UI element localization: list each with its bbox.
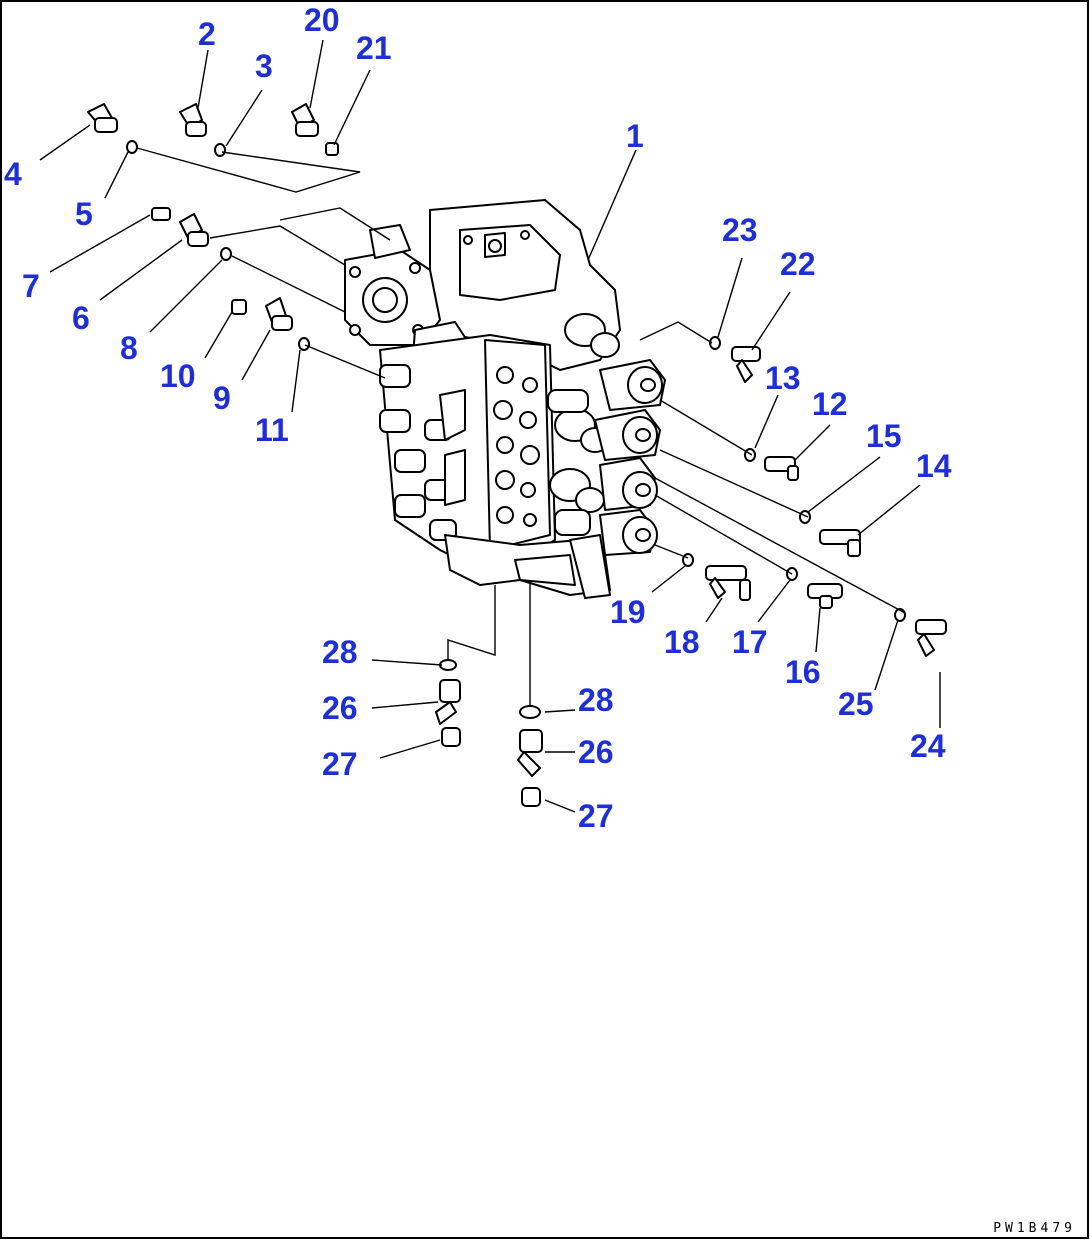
solenoid-stack [547,313,666,556]
callout-10: 10 [160,358,196,394]
callout-15: 15 [866,418,902,454]
callout-16: 16 [785,654,821,690]
callout-21: 21 [356,30,392,66]
callout-18: 18 [664,624,700,660]
callout-25: 25 [838,686,874,722]
callout-2: 2 [198,16,216,52]
callout-19: 19 [610,594,646,630]
callout-13: 13 [765,360,801,396]
callout-9: 9 [213,380,231,416]
callout-11: 11 [255,412,289,448]
callout-20: 20 [304,2,340,38]
callout-14: 14 [916,448,952,484]
callout-23: 23 [722,212,758,248]
fittings [87,103,947,807]
callout-28-right: 28 [578,682,614,718]
callout-5: 5 [75,196,93,232]
callout-1: 1 [626,118,644,154]
callout-24: 24 [910,728,946,764]
leader-lines [39,39,941,813]
callout-8: 8 [120,330,138,366]
callout-7: 7 [22,268,40,304]
callout-27-right: 27 [578,798,614,834]
callout-3: 3 [255,48,273,84]
callout-17: 17 [732,624,768,660]
callout-6: 6 [72,300,90,336]
control-valve-assembly [344,199,666,599]
callout-27-left: 27 [322,746,358,782]
callout-12: 12 [812,386,848,422]
callout-4: 4 [4,156,22,192]
callout-26-right: 26 [578,734,614,770]
drawing-code: PW1B479 [993,1221,1076,1236]
callout-28-left: 28 [322,634,358,670]
callout-26-left: 26 [322,690,358,726]
callout-22: 22 [780,246,816,282]
